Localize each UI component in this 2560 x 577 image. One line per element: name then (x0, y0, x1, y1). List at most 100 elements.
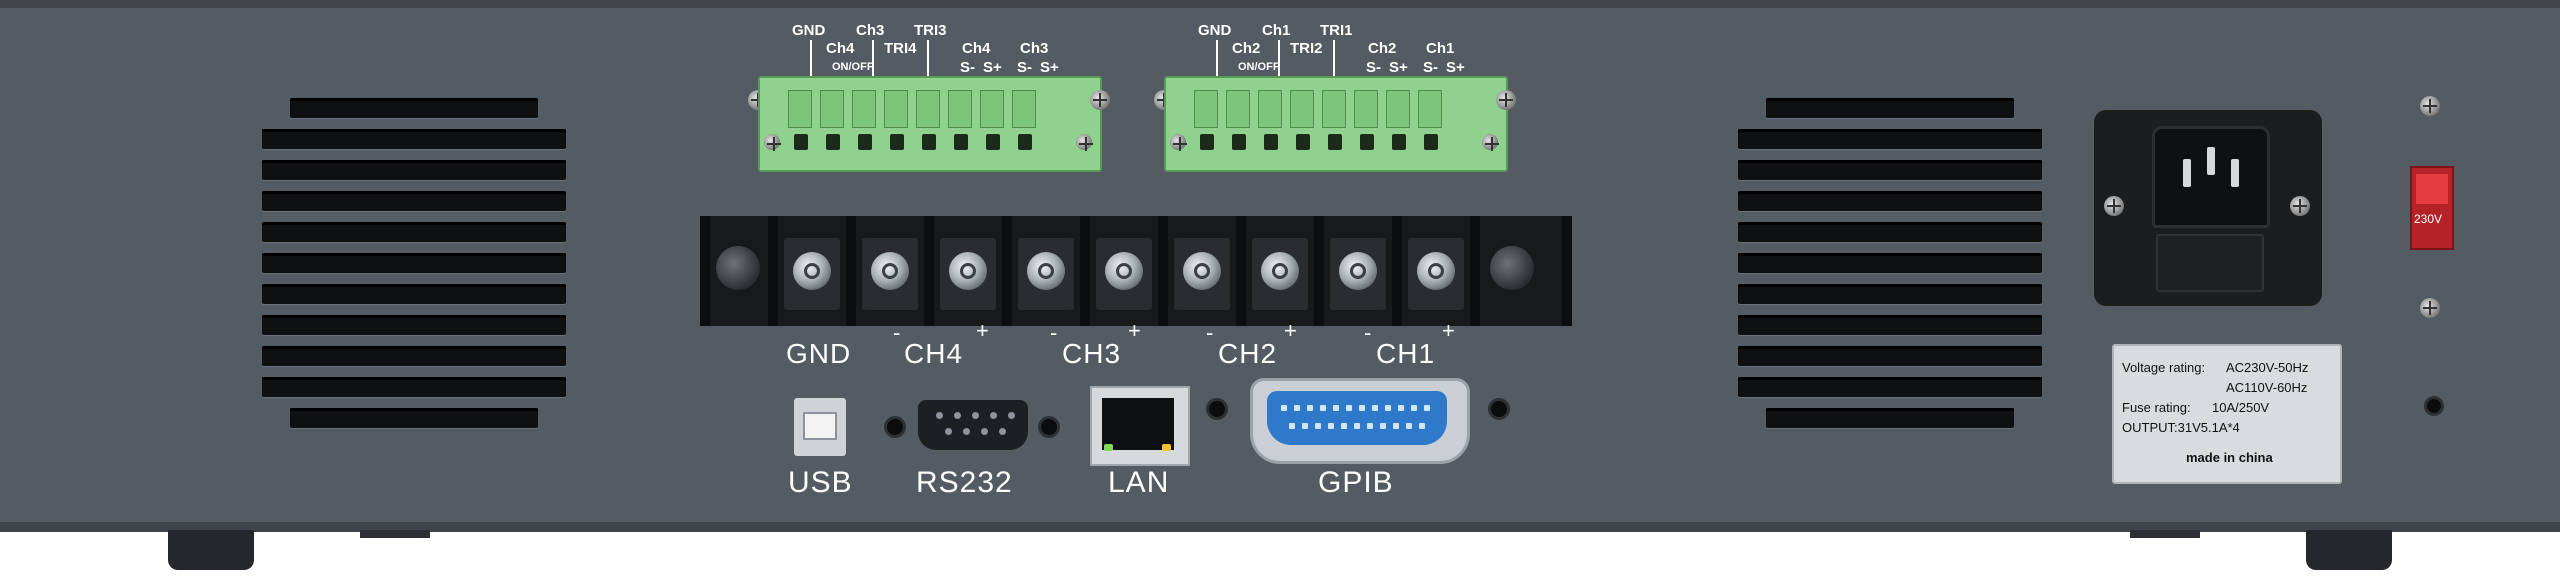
output-terminal-ch4-plus[interactable] (940, 238, 996, 310)
term-label-ch2-sense: Ch2 (1368, 40, 1397, 57)
usb-port[interactable] (794, 398, 846, 456)
term-label-s-minus: S- (960, 59, 975, 76)
rs232-label: RS232 (916, 466, 1013, 499)
gpib-port[interactable] (1250, 378, 1470, 464)
lan-label: LAN (1108, 466, 1170, 499)
panel-screw-icon (2420, 298, 2440, 318)
gpib-socket-icon (1267, 391, 1447, 445)
rs232-port[interactable] (918, 400, 1028, 450)
gpib-standoff-icon (1488, 398, 1510, 420)
lan-port[interactable] (1090, 386, 1190, 466)
inlet-screw-icon (2104, 196, 2124, 216)
term-label-ch4-sense: Ch4 (962, 40, 991, 57)
strip-end-screw-icon (1490, 246, 1534, 290)
chassis-bottom-edge (0, 522, 2560, 532)
selector-toggle[interactable] (2416, 174, 2448, 204)
term-label-ch4: Ch4 (826, 40, 855, 57)
lan-link-led-icon (1104, 444, 1113, 451)
term-tick (927, 40, 929, 76)
term-label-ch3: Ch3 (856, 22, 885, 39)
polarity-plus: + (1442, 318, 1455, 343)
term-label-s-minus: S- (1366, 59, 1381, 76)
right-foot (2306, 530, 2392, 570)
polarity-plus: + (1284, 318, 1297, 343)
output-terminal-ch2-plus[interactable] (1252, 238, 1308, 310)
output-terminal-gnd[interactable] (784, 238, 840, 310)
output-barrier-terminal-strip[interactable] (700, 216, 1572, 326)
ground-post-icon (2424, 396, 2444, 416)
term-label-s-minus: S- (1423, 59, 1438, 76)
output-label-ch2: CH2 (1218, 338, 1278, 369)
term-label-ch1: Ch1 (1262, 22, 1291, 39)
rating-voltage-title: Voltage rating: (2122, 360, 2206, 375)
term-label-ch1-sense: Ch1 (1426, 40, 1455, 57)
left-foot (168, 530, 254, 570)
term-label-gnd: GND (792, 22, 826, 39)
usb-label: USB (788, 466, 853, 499)
term-label-s-plus: S+ (1040, 59, 1059, 76)
polarity-plus: + (1128, 318, 1141, 343)
term-tick (1333, 40, 1335, 76)
foot-pad (2130, 530, 2200, 538)
polarity-minus: - (1364, 320, 1372, 345)
term-label-s-plus: S+ (1389, 59, 1408, 76)
output-terminal-ch3-minus[interactable] (1018, 238, 1074, 310)
rs232-standoff-icon (884, 416, 906, 438)
term-label-s-plus: S+ (1446, 59, 1465, 76)
output-terminal-ch3-plus[interactable] (1096, 238, 1152, 310)
strip-end-screw-icon (716, 246, 760, 290)
term-tick (1216, 40, 1218, 76)
rating-made-in: made in china (2186, 450, 2273, 465)
voltage-selector-switch[interactable]: 230V (2410, 166, 2454, 250)
rating-ac110: AC110V-60Hz (2226, 380, 2308, 395)
rating-ac230: AC230V-50Hz (2226, 360, 2309, 375)
right-fan-vent (1738, 98, 2046, 440)
term-tick (810, 40, 812, 76)
polarity-minus: - (1206, 320, 1214, 345)
output-label-ch1: CH1 (1376, 338, 1436, 369)
output-label-gnd: GND (786, 338, 852, 369)
term-label-tri2: TRI2 (1290, 40, 1323, 57)
output-terminal-ch1-minus[interactable] (1330, 238, 1386, 310)
output-label-ch4: CH4 (904, 338, 964, 369)
output-terminal-ch1-plus[interactable] (1408, 238, 1464, 310)
right-control-terminal-block[interactable] (1164, 76, 1508, 172)
lan-activity-led-icon (1162, 444, 1171, 451)
rating-label-sticker: Voltage rating: AC230V-50Hz AC110V-60Hz … (2112, 344, 2342, 484)
left-fan-vent (262, 98, 570, 440)
foot-pad (360, 530, 430, 538)
output-terminal-ch4-minus[interactable] (862, 238, 918, 310)
term-label-onoff: ON/OFF (832, 61, 874, 73)
iec-c14-socket-icon (2152, 126, 2270, 228)
term-label-ch2: Ch2 (1232, 40, 1261, 57)
output-terminal-ch2-minus[interactable] (1174, 238, 1230, 310)
polarity-minus: - (893, 320, 901, 345)
term-label-onoff: ON/OFF (1238, 61, 1280, 73)
term-label-gnd: GND (1198, 22, 1232, 39)
gpib-standoff-icon (1206, 398, 1228, 420)
term-label-s-minus: S- (1017, 59, 1032, 76)
output-label-ch3: CH3 (1062, 338, 1122, 369)
rating-fuse-value: 10A/250V (2212, 400, 2270, 415)
ac-power-inlet-module[interactable] (2094, 110, 2322, 306)
chassis-top-edge (0, 0, 2560, 8)
term-label-tri3: TRI3 (914, 22, 947, 39)
usb-b-socket-icon (803, 412, 837, 440)
left-control-terminal-block[interactable] (758, 76, 1102, 172)
term-label-s-plus: S+ (983, 59, 1002, 76)
voltage-selector-label: 230V (2414, 212, 2443, 226)
rj45-socket-icon (1102, 398, 1174, 450)
term-tick (872, 40, 874, 76)
rs232-standoff-icon (1038, 416, 1060, 438)
term-label-tri4: TRI4 (884, 40, 917, 57)
polarity-plus: + (976, 318, 989, 343)
inlet-screw-icon (2290, 196, 2310, 216)
rating-output: OUTPUT:31V5.1A*4 (2122, 420, 2240, 435)
fuse-drawer[interactable] (2156, 234, 2264, 292)
term-label-ch3-sense: Ch3 (1020, 40, 1049, 57)
mounting-screw-icon (1090, 90, 1110, 110)
gpib-label: GPIB (1318, 466, 1394, 499)
term-label-tri1: TRI1 (1320, 22, 1353, 39)
panel-screw-icon (2420, 96, 2440, 116)
rating-fuse-title: Fuse rating: (2122, 400, 2191, 415)
